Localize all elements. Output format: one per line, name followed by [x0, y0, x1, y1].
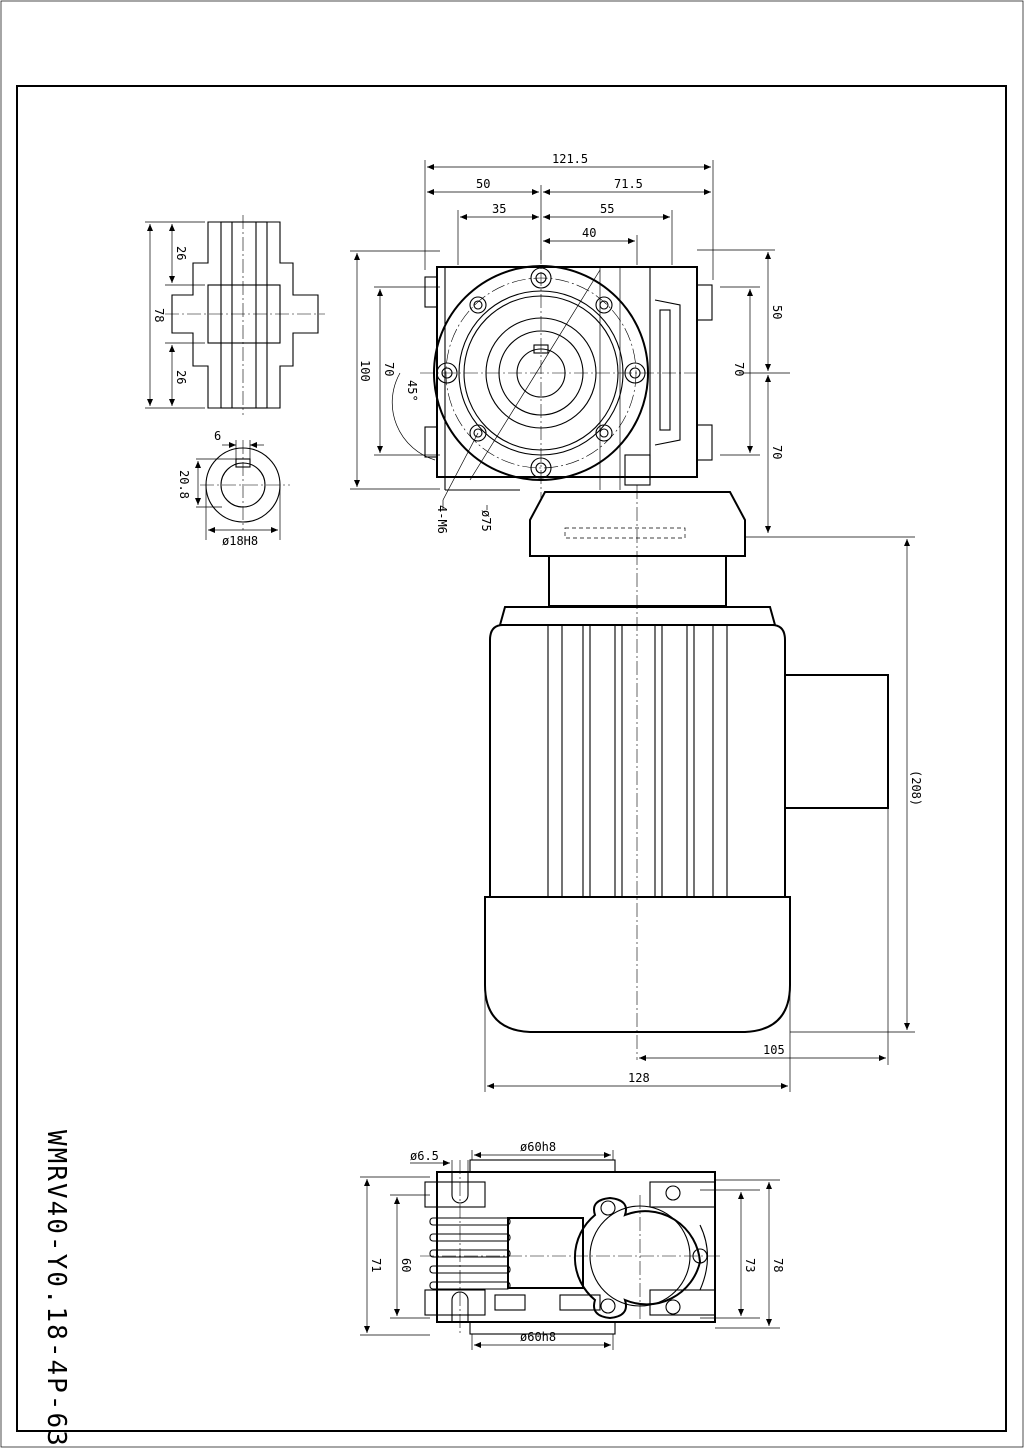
callout-flange-diameter: ø75: [479, 510, 493, 532]
dim-35: 35: [492, 202, 506, 216]
dim-key-width: 6: [214, 429, 221, 443]
dim-78-bottom: 78: [771, 1258, 785, 1272]
dim-40: 40: [582, 226, 596, 240]
dim-73: 73: [743, 1258, 757, 1272]
dim-78: 78: [152, 308, 166, 322]
dim-26-bottom: 26: [174, 370, 188, 384]
dim-121-5: 121.5: [552, 152, 588, 166]
drawing-frame: [16, 85, 1007, 1432]
dim-71-5: 71.5: [614, 177, 643, 191]
dim-50-right: 50: [770, 305, 784, 319]
motor-view: (208) 105 128: [484, 485, 923, 1092]
dim-flange-top: ø60h8: [520, 1140, 556, 1154]
gearbox-front-view: 121.5 50 71.5 35 55 40 100 70 45° 50 70 …: [350, 152, 790, 534]
shaft-bore-view: 6 20.8 ø18H8: [177, 429, 290, 548]
callout-4-m6: 4-M6: [435, 505, 449, 534]
dim-55: 55: [600, 202, 614, 216]
gearbox-bottom-view: ø60h8 ø60h8 ø6.5 71 60 73 78: [360, 1140, 785, 1350]
shaft-section-view: 26 78 26: [145, 215, 325, 415]
dim-105: 105: [763, 1043, 785, 1057]
dim-26-top: 26: [174, 246, 188, 260]
dim-70-left: 70: [382, 362, 396, 376]
dim-70-right-lower: 70: [770, 445, 784, 459]
dim-100: 100: [358, 360, 372, 382]
dim-128: 128: [628, 1071, 650, 1085]
dim-60: 60: [399, 1258, 413, 1272]
dim-70-right-inner: 70: [732, 362, 746, 376]
dim-motor-length: (208): [909, 770, 923, 806]
dim-bore: ø18H8: [222, 534, 258, 548]
dim-71: 71: [369, 1258, 383, 1272]
dim-flange-bottom: ø60h8: [520, 1330, 556, 1344]
dim-key-depth: 20.8: [177, 470, 191, 499]
dim-angle-45: 45°: [405, 380, 419, 402]
dim-50-left: 50: [476, 177, 490, 191]
dim-hole: ø6.5: [410, 1149, 439, 1163]
drawing-title: WMRV40-Y0.18-4P-63B14: [41, 1130, 71, 1448]
